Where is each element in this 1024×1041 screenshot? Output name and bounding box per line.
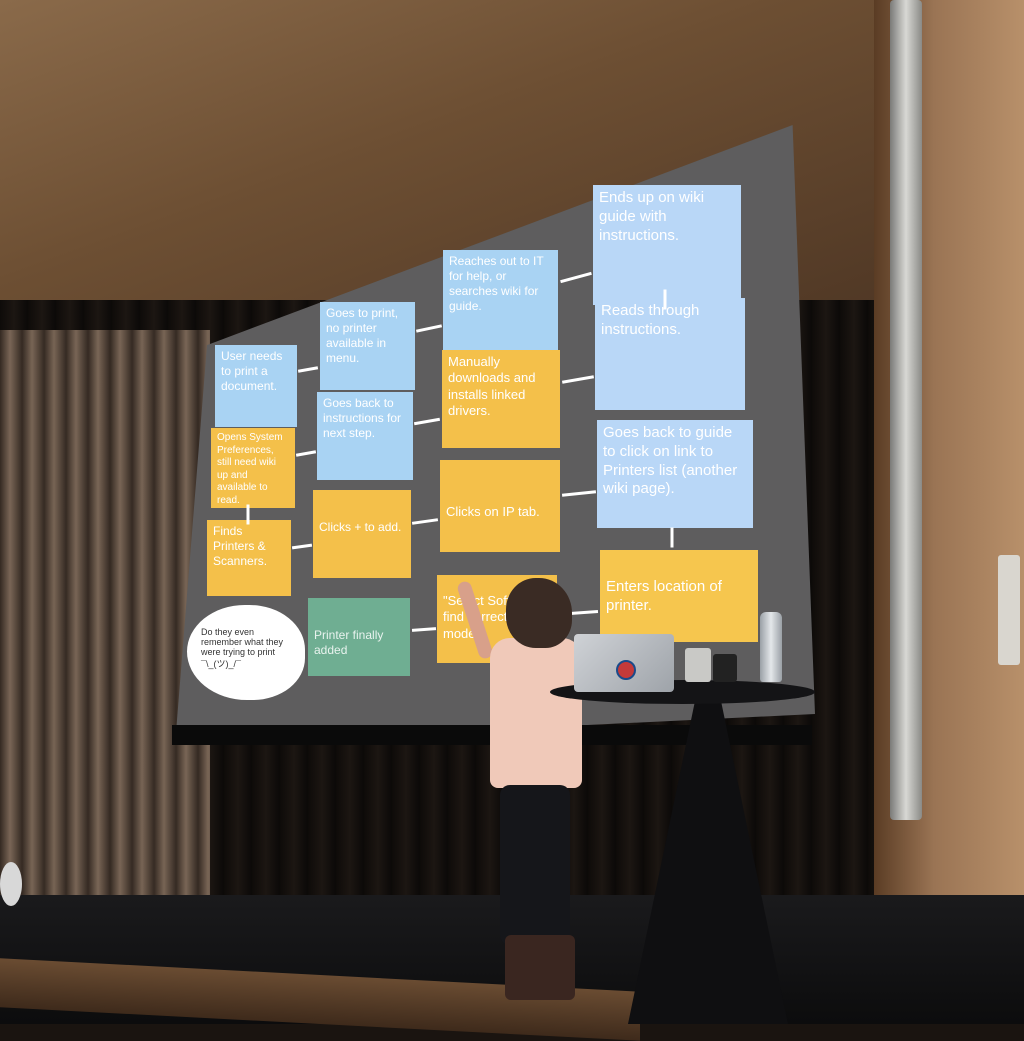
flow-box-reads-instructions: Reads through instructions. xyxy=(595,298,745,410)
flow-box-clicks-add: Clicks + to add. xyxy=(313,490,411,578)
flow-box-goes-back-instructions: Goes back to instructions for next step. xyxy=(317,392,413,480)
wall-outlet xyxy=(998,555,1020,665)
flow-box-enters-location: Enters location of printer. xyxy=(600,550,758,642)
mug xyxy=(685,648,711,682)
presenter-boots xyxy=(505,935,575,1000)
thought-cloud: Do they even remember what they were try… xyxy=(187,605,305,700)
flow-box-goes-back-guide: Goes back to guide to click on link to P… xyxy=(597,420,753,528)
flow-box-clicks-ip-tab: Clicks on IP tab. xyxy=(440,460,560,552)
flow-box-printer-added: Printer finally added xyxy=(308,598,410,676)
arrow-12-13 xyxy=(670,527,674,548)
water-bottle xyxy=(760,612,782,682)
presenter-head xyxy=(506,578,572,648)
presenter-blouse xyxy=(490,638,582,788)
arrow-8-9 xyxy=(246,504,250,525)
presenter-legs xyxy=(500,785,570,945)
flow-box-reaches-out-it: Reaches out to IT for help, or searches … xyxy=(443,250,558,352)
wall-pipe xyxy=(890,0,922,820)
flow-box-finds-printers: Finds Printers & Scanners. xyxy=(207,520,291,596)
floor-speaker xyxy=(0,862,22,906)
arrow-4-5 xyxy=(663,289,667,310)
laptop-sticker-icon xyxy=(616,660,636,680)
flow-box-downloads-drivers: Manually downloads and installs linked d… xyxy=(442,350,560,448)
flow-box-opens-preferences: Opens System Preferences, still need wik… xyxy=(211,428,295,508)
flow-box-user-needs-print: User needs to print a document. xyxy=(215,345,297,427)
small-speaker xyxy=(713,654,737,682)
curtain-left-lit xyxy=(0,330,210,900)
flow-box-goes-to-print: Goes to print, no printer available in m… xyxy=(320,302,415,390)
flow-box-ends-up-wiki: Ends up on wiki guide with instructions. xyxy=(593,185,741,305)
